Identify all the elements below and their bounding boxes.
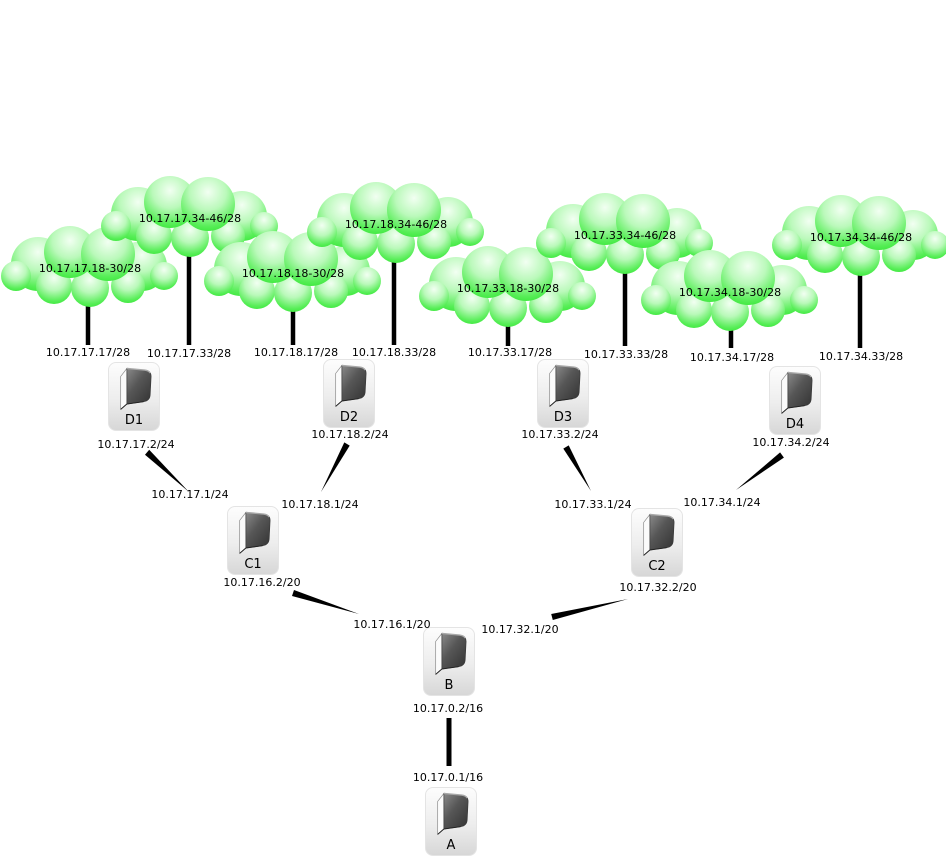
iface-label-d3-lan2: 10.17.33.33/28: [583, 348, 669, 361]
iface-label-d4-up: 10.17.34.2/24: [752, 436, 830, 449]
router-node-b: B: [423, 627, 475, 696]
router-node-d1: D1: [108, 362, 160, 431]
iface-label-a-b: 10.17.0.1/16: [412, 771, 484, 784]
subnet-cloud-10-17-17-34-46: 10.17.17.34-46/28: [101, 176, 278, 257]
iface-label-c2-d4: 10.17.34.1/24: [683, 496, 761, 509]
router-node-label: D3: [553, 410, 573, 425]
subnet-cloud-label: 10.17.34.18-30/28: [679, 286, 781, 299]
iface-label-b-a: 10.17.0.2/16: [412, 702, 484, 715]
link-d4-c2: [736, 452, 784, 490]
iface-label-d1-lan1: 10.17.17.17/28: [45, 346, 131, 359]
router-node-label: A: [446, 838, 456, 853]
iface-label-c1-d2: 10.17.18.1/24: [281, 498, 359, 511]
subnet-cloud-10-17-18-18-30: 10.17.18.18-30/28: [204, 231, 381, 312]
router-icon: [436, 792, 469, 836]
iface-label-d3-lan1: 10.17.33.17/28: [467, 346, 553, 359]
subnet-cloud-10-17-33-34-46: 10.17.33.34-46/28: [536, 193, 713, 274]
router-node-d3: D3: [537, 359, 589, 428]
router-icon: [238, 511, 271, 555]
iface-label-c1-up: 10.17.16.2/20: [223, 576, 301, 589]
iface-label-d3-up: 10.17.33.2/24: [521, 428, 599, 441]
iface-label-c2-up: 10.17.32.2/20: [619, 581, 697, 594]
subnet-cloud-label: 10.17.18.18-30/28: [242, 267, 344, 280]
router-icon: [434, 632, 467, 676]
subnet-cloud-label: 10.17.17.18-30/28: [39, 262, 141, 275]
router-node-label: C2: [648, 559, 666, 574]
router-node-d2: D2: [323, 359, 375, 428]
iface-label-c2-d3: 10.17.33.1/24: [554, 498, 632, 511]
subnet-cloud-10-17-18-34-46: 10.17.18.34-46/28: [307, 182, 484, 263]
router-icon: [334, 364, 367, 408]
subnet-cloud-10-17-33-18-30: 10.17.33.18-30/28: [419, 246, 596, 327]
router-node-d4: D4: [769, 366, 821, 435]
iface-label-d1-up: 10.17.17.2/24: [97, 438, 175, 451]
iface-label-b-c1: 10.17.16.1/20: [353, 618, 431, 631]
subnet-cloud-10-17-34-18-30: 10.17.34.18-30/28: [641, 250, 818, 331]
router-node-label: D2: [339, 410, 359, 425]
subnet-cloud-label: 10.17.33.18-30/28: [457, 282, 559, 295]
link-c2-b: [551, 599, 628, 620]
iface-label-b-c2: 10.17.32.1/20: [481, 623, 559, 636]
router-icon: [780, 371, 813, 415]
subnet-cloud-label: 10.17.34.34-46/28: [810, 231, 912, 244]
router-icon: [548, 364, 581, 408]
iface-label-c1-d1: 10.17.17.1/24: [151, 488, 229, 501]
link-d1-c1: [145, 449, 189, 492]
subnet-cloud-label: 10.17.33.34-46/28: [574, 229, 676, 242]
router-node-c2: C2: [631, 508, 683, 577]
subnet-cloud-10-17-34-34-46: 10.17.34.34-46/28: [772, 195, 946, 276]
iface-label-d2-up: 10.17.18.2/24: [311, 428, 389, 441]
router-node-label: D4: [785, 417, 805, 432]
router-icon: [119, 367, 152, 411]
router-node-label: B: [444, 678, 454, 693]
router-node-c1: C1: [227, 506, 279, 575]
subnet-cloud-label: 10.17.17.34-46/28: [139, 212, 241, 225]
subnet-cloud-label: 10.17.18.34-46/28: [345, 218, 447, 231]
router-node-label: D1: [124, 413, 144, 428]
iface-label-d4-lan1: 10.17.34.17/28: [689, 351, 775, 364]
iface-label-d1-lan2: 10.17.17.33/28: [146, 347, 232, 360]
iface-label-d4-lan2: 10.17.34.33/28: [818, 350, 904, 363]
link-d2-c1: [321, 442, 350, 492]
iface-label-d2-lan2: 10.17.18.33/28: [351, 346, 437, 359]
link-d3-c2: [563, 445, 591, 491]
router-node-label: C1: [244, 557, 262, 572]
iface-label-d2-lan1: 10.17.18.17/28: [253, 346, 339, 359]
subnet-cloud-10-17-17-18-30: 10.17.17.18-30/28: [1, 226, 178, 307]
router-icon: [642, 513, 675, 557]
link-c1-b: [292, 590, 359, 614]
router-node-a: A: [425, 787, 477, 856]
